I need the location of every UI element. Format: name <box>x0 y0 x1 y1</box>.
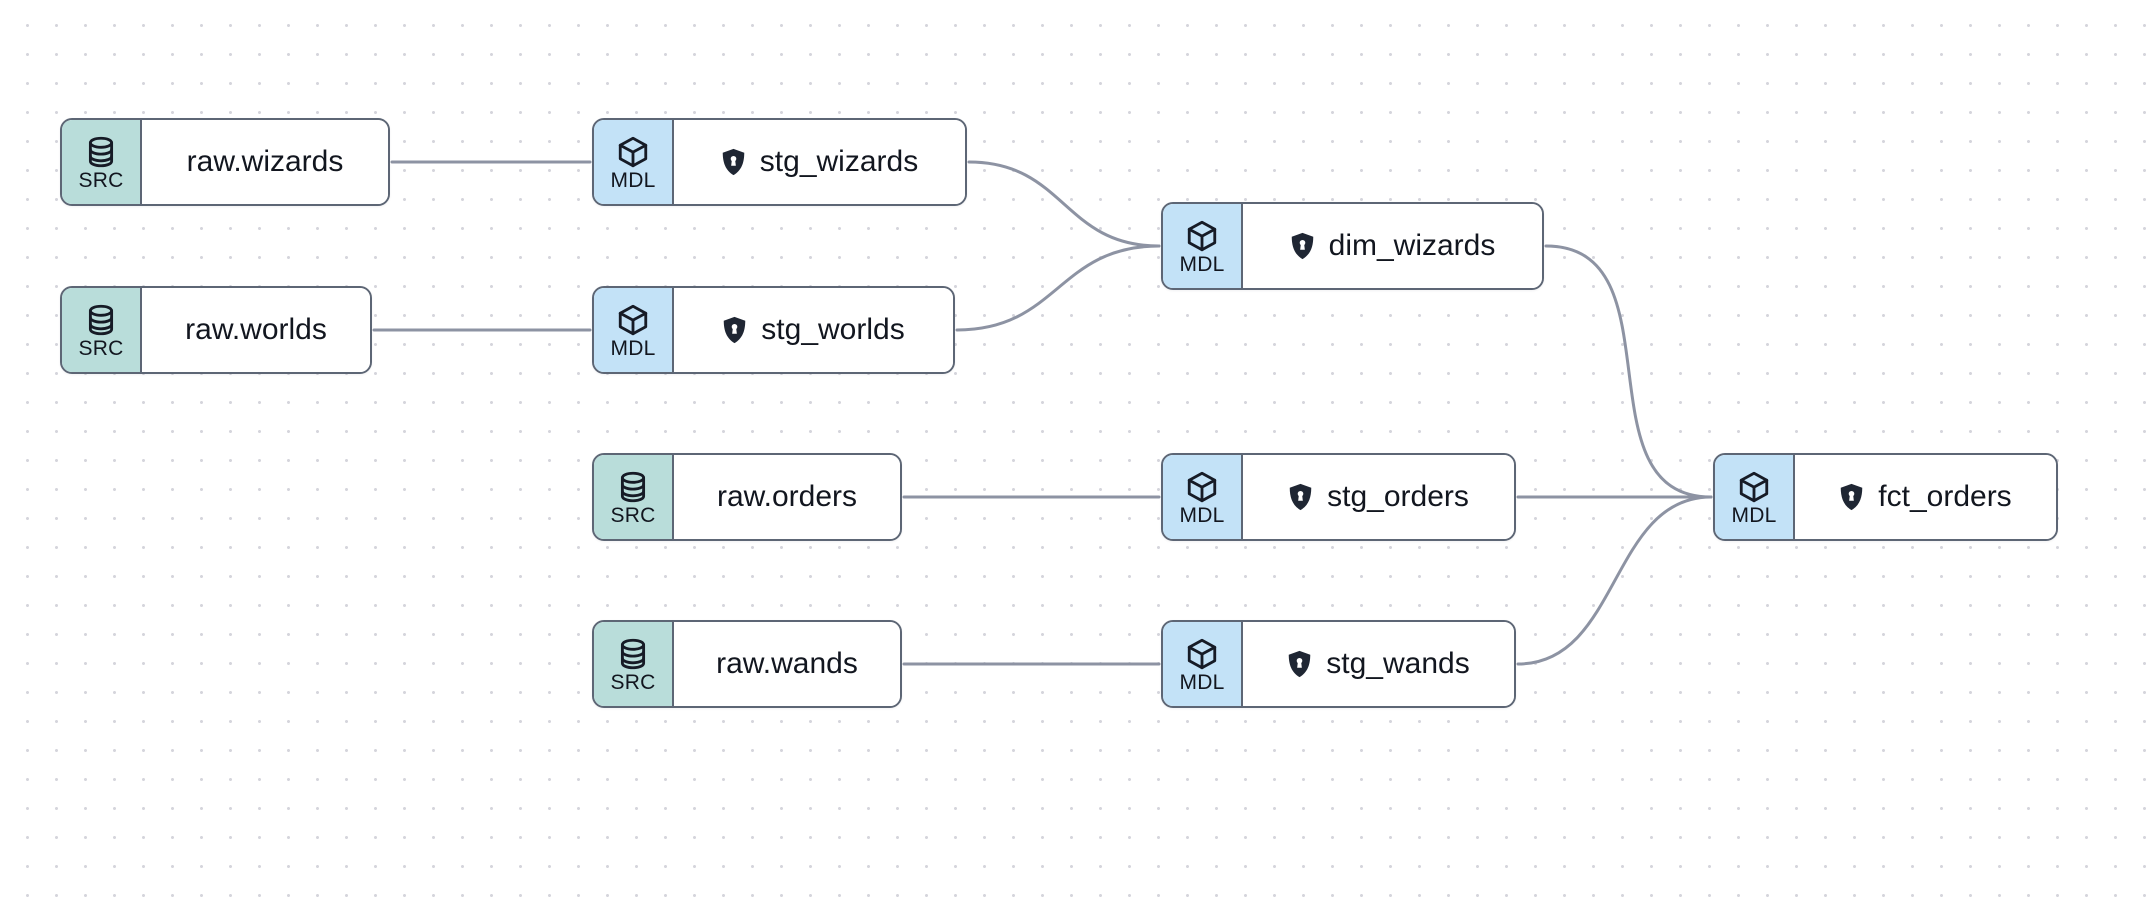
node-label: raw.worlds <box>185 313 327 346</box>
node-type-label: SRC <box>610 670 656 694</box>
node-type-label: MDL <box>610 168 656 192</box>
node-body: raw.worlds <box>142 288 370 372</box>
node-body: dim_wizards <box>1243 204 1542 288</box>
node-type-badge: SRC <box>594 622 674 706</box>
node-label: raw.orders <box>716 480 858 513</box>
cube-icon <box>1185 637 1219 671</box>
node-type-badge: MDL <box>1715 455 1795 539</box>
node-type-badge: SRC <box>594 455 674 539</box>
node-body: raw.orders <box>674 455 900 539</box>
lineage-node-raw-wands[interactable]: SRC raw.wands <box>592 620 902 708</box>
node-type-badge: MDL <box>1163 622 1243 706</box>
node-label: raw.wands <box>716 647 858 680</box>
lineage-node-stg-wizards[interactable]: MDL stg_wizards <box>592 118 967 206</box>
lineage-edge <box>967 160 1161 248</box>
lineage-edge <box>1544 244 1713 499</box>
shield-lock-icon <box>1839 483 1864 511</box>
node-label: stg_orders <box>1327 480 1469 513</box>
lineage-node-stg-orders[interactable]: MDL stg_orders <box>1161 453 1516 541</box>
cube-icon <box>1185 470 1219 504</box>
node-body: stg_worlds <box>674 288 953 372</box>
shield-lock-icon <box>1287 650 1312 678</box>
node-label: fct_orders <box>1878 480 2012 513</box>
node-type-badge: MDL <box>1163 455 1243 539</box>
node-type-label: MDL <box>1179 503 1225 527</box>
node-type-label: MDL <box>1179 670 1225 694</box>
node-type-badge: MDL <box>1163 204 1243 288</box>
node-type-badge: SRC <box>62 288 142 372</box>
lineage-edge <box>1516 495 1713 666</box>
database-icon <box>616 470 650 504</box>
database-icon <box>84 303 118 337</box>
node-label: raw.wizards <box>186 145 344 178</box>
shield-lock-icon <box>722 316 747 344</box>
node-type-label: MDL <box>1179 252 1225 276</box>
node-label: dim_wizards <box>1328 229 1496 262</box>
lineage-node-raw-worlds[interactable]: SRC raw.worlds <box>60 286 372 374</box>
node-type-label: MDL <box>610 336 656 360</box>
node-type-label: SRC <box>610 503 656 527</box>
lineage-node-raw-orders[interactable]: SRC raw.orders <box>592 453 902 541</box>
node-label: stg_wands <box>1326 647 1470 680</box>
node-type-label: MDL <box>1731 503 1777 527</box>
lineage-node-stg-wands[interactable]: MDL stg_wands <box>1161 620 1516 708</box>
node-label: stg_worlds <box>761 313 905 346</box>
node-body: raw.wands <box>674 622 900 706</box>
cube-icon <box>616 135 650 169</box>
node-body: fct_orders <box>1795 455 2056 539</box>
shield-lock-icon <box>1288 483 1313 511</box>
cube-icon <box>1737 470 1771 504</box>
database-icon <box>84 135 118 169</box>
node-body: stg_orders <box>1243 455 1514 539</box>
node-body: stg_wizards <box>674 120 965 204</box>
node-type-label: SRC <box>78 336 124 360</box>
cube-icon <box>616 303 650 337</box>
database-icon <box>616 637 650 671</box>
lineage-node-raw-wizards[interactable]: SRC raw.wizards <box>60 118 390 206</box>
node-type-badge: MDL <box>594 120 674 204</box>
cube-icon <box>1185 219 1219 253</box>
shield-lock-icon <box>1290 232 1315 260</box>
shield-lock-icon <box>721 148 746 176</box>
node-type-badge: SRC <box>62 120 142 204</box>
node-type-label: SRC <box>78 168 124 192</box>
lineage-node-fct-orders[interactable]: MDL fct_orders <box>1713 453 2058 541</box>
node-body: raw.wizards <box>142 120 388 204</box>
node-body: stg_wands <box>1243 622 1514 706</box>
lineage-node-dim-wizards[interactable]: MDL dim_wizards <box>1161 202 1544 290</box>
lineage-node-stg-worlds[interactable]: MDL stg_worlds <box>592 286 955 374</box>
lineage-edge <box>955 244 1161 332</box>
node-label: stg_wizards <box>759 145 919 178</box>
node-type-badge: MDL <box>594 288 674 372</box>
